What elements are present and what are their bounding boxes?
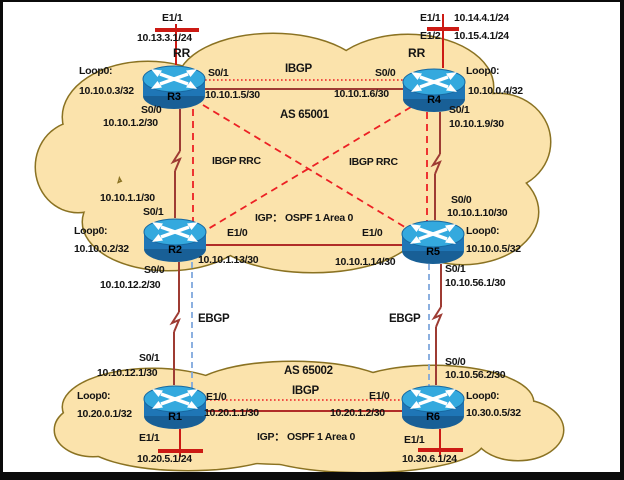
ebgp-label-left: EBGP <box>198 313 230 325</box>
as65001-name: AS 65001 <box>280 109 329 121</box>
r4-s01-ip: 10.10.1.9/30 <box>449 118 504 130</box>
r6-s00-interface: S0/0 <box>445 356 466 368</box>
serial-link-r5-r6 <box>431 264 443 385</box>
r5-loop-label: Loop0: <box>466 225 500 237</box>
r5-e10-interface: E1/0 <box>362 227 383 239</box>
r1-e11-interface: E1/1 <box>139 432 160 444</box>
lightning-bolt-icon <box>430 153 442 175</box>
r3-loop-label: Loop0: <box>79 65 113 77</box>
ebgp-label-right: EBGP <box>389 313 421 325</box>
r6-loop-label: Loop0: <box>466 390 500 402</box>
r5-s01-interface: S0/1 <box>445 263 466 275</box>
serial-link-r2-r1 <box>169 262 181 385</box>
r4-e11-ip: 10.14.4.1/24 <box>454 12 509 24</box>
ibgp-rrc-session-r4-r2 <box>202 106 412 233</box>
r6-loop-ip: 10.30.0.5/32 <box>466 407 521 419</box>
serial-link-r4-r5 <box>430 112 442 220</box>
rr-role-r4: RR <box>408 46 426 60</box>
lightning-bolt-icon <box>170 150 182 172</box>
rr-role-r3: RR <box>173 46 191 60</box>
lightning-bolt-icon <box>431 306 443 328</box>
r6-e10-ip: 10.20.1.2/30 <box>330 407 385 419</box>
ibgp-label-bottom: IBGP <box>292 385 319 397</box>
router-r1-label: R1 <box>168 411 182 423</box>
as65001-igp-label: IGP： OSPF 1 Area 0 <box>255 212 354 224</box>
r6-e10-interface: E1/0 <box>369 390 390 402</box>
r3-s00-ip: 10.10.1.2/30 <box>103 117 158 129</box>
r5-s01-ip: 10.10.56.1/30 <box>445 277 506 289</box>
router-r2-label: R2 <box>168 244 182 256</box>
r6-e11-ip: 10.30.6.1/24 <box>402 453 457 465</box>
as65002-name: AS 65002 <box>284 365 333 377</box>
network-topology-drawing <box>34 14 565 472</box>
r4-s00-interface: S0/0 <box>375 67 396 79</box>
r1-s01-interface: S0/1 <box>139 352 160 364</box>
r4-s00-ip: 10.10.1.6/30 <box>334 88 389 100</box>
lan-stub-r3 <box>155 24 199 65</box>
lan-stub-r6 <box>418 429 463 457</box>
r4-loop-label: Loop0: <box>466 65 500 77</box>
r1-e11-ip: 10.20.5.1/24 <box>137 453 192 465</box>
r2-loop-label: Loop0: <box>74 225 108 237</box>
r3-s01-interface: S0/1 <box>208 67 229 79</box>
ibgp-rrc-label-right: IBGP RRC <box>349 156 398 168</box>
r4-e11-interface: E1/1 <box>420 12 441 24</box>
lightning-bolt-icon <box>169 311 181 333</box>
r1-loop-ip: 10.20.0.1/32 <box>77 408 132 420</box>
r3-e11-ip: 10.13.3.1/24 <box>137 32 192 44</box>
r6-e11-interface: E1/1 <box>404 434 425 446</box>
r2-s00-ip: 10.10.12.2/30 <box>100 279 161 291</box>
r2-s01-interface: S0/1 <box>143 206 164 218</box>
ibgp-rrc-session-r3-r5 <box>202 104 414 233</box>
router-r6-label: R6 <box>426 411 440 423</box>
serial-link-r3-r2 <box>170 109 182 218</box>
r2-s01-ip: 10.10.1.1/30 <box>100 192 155 204</box>
ibgp-rrc-label-left: IBGP RRC <box>212 155 261 167</box>
r2-loop-ip: 10.10.0.2/32 <box>74 243 129 255</box>
r3-s01-ip: 10.10.1.5/30 <box>205 89 260 101</box>
lan-stub-r1 <box>158 429 203 457</box>
r5-loop-ip: 10.10.0.5/32 <box>466 243 521 255</box>
r3-s00-interface: S0/0 <box>141 104 162 116</box>
r3-e11-interface: E1/1 <box>162 12 183 24</box>
r4-loop-ip: 10.10.0.4/32 <box>468 85 523 97</box>
r5-s00-ip: 10.10.1.10/30 <box>447 207 508 219</box>
lan-stub-r4 <box>427 14 459 68</box>
router-r3-label: R3 <box>167 91 181 103</box>
r2-e10-ip: 10.10.1.13/30 <box>198 254 259 266</box>
r4-e12-ip: 10.15.4.1/24 <box>454 30 509 42</box>
r2-e10-interface: E1/0 <box>227 227 248 239</box>
r1-loop-label: Loop0: <box>77 390 111 402</box>
r3-loop-ip: 10.10.0.3/32 <box>79 85 134 97</box>
r5-s00-interface: S0/0 <box>451 194 472 206</box>
router-r4-label: R4 <box>427 94 441 106</box>
as65002-igp-label: IGP： OSPF 1 Area 0 <box>257 431 356 443</box>
r2-s00-interface: S0/0 <box>144 264 165 276</box>
r1-s01-ip: 10.10.12.1/30 <box>97 367 158 379</box>
r4-s01-interface: S0/1 <box>449 104 470 116</box>
r4-e12-interface: E1/2 <box>420 30 441 42</box>
r1-e10-interface: E1/0 <box>206 391 227 403</box>
router-r5-label: R5 <box>426 246 440 258</box>
ibgp-label-top: IBGP <box>285 63 312 75</box>
r5-e10-ip: 10.10.1.14/30 <box>335 256 396 268</box>
r6-s00-ip: 10.10.56.2/30 <box>445 369 506 381</box>
r1-e10-ip: 10.20.1.1/30 <box>204 407 259 419</box>
